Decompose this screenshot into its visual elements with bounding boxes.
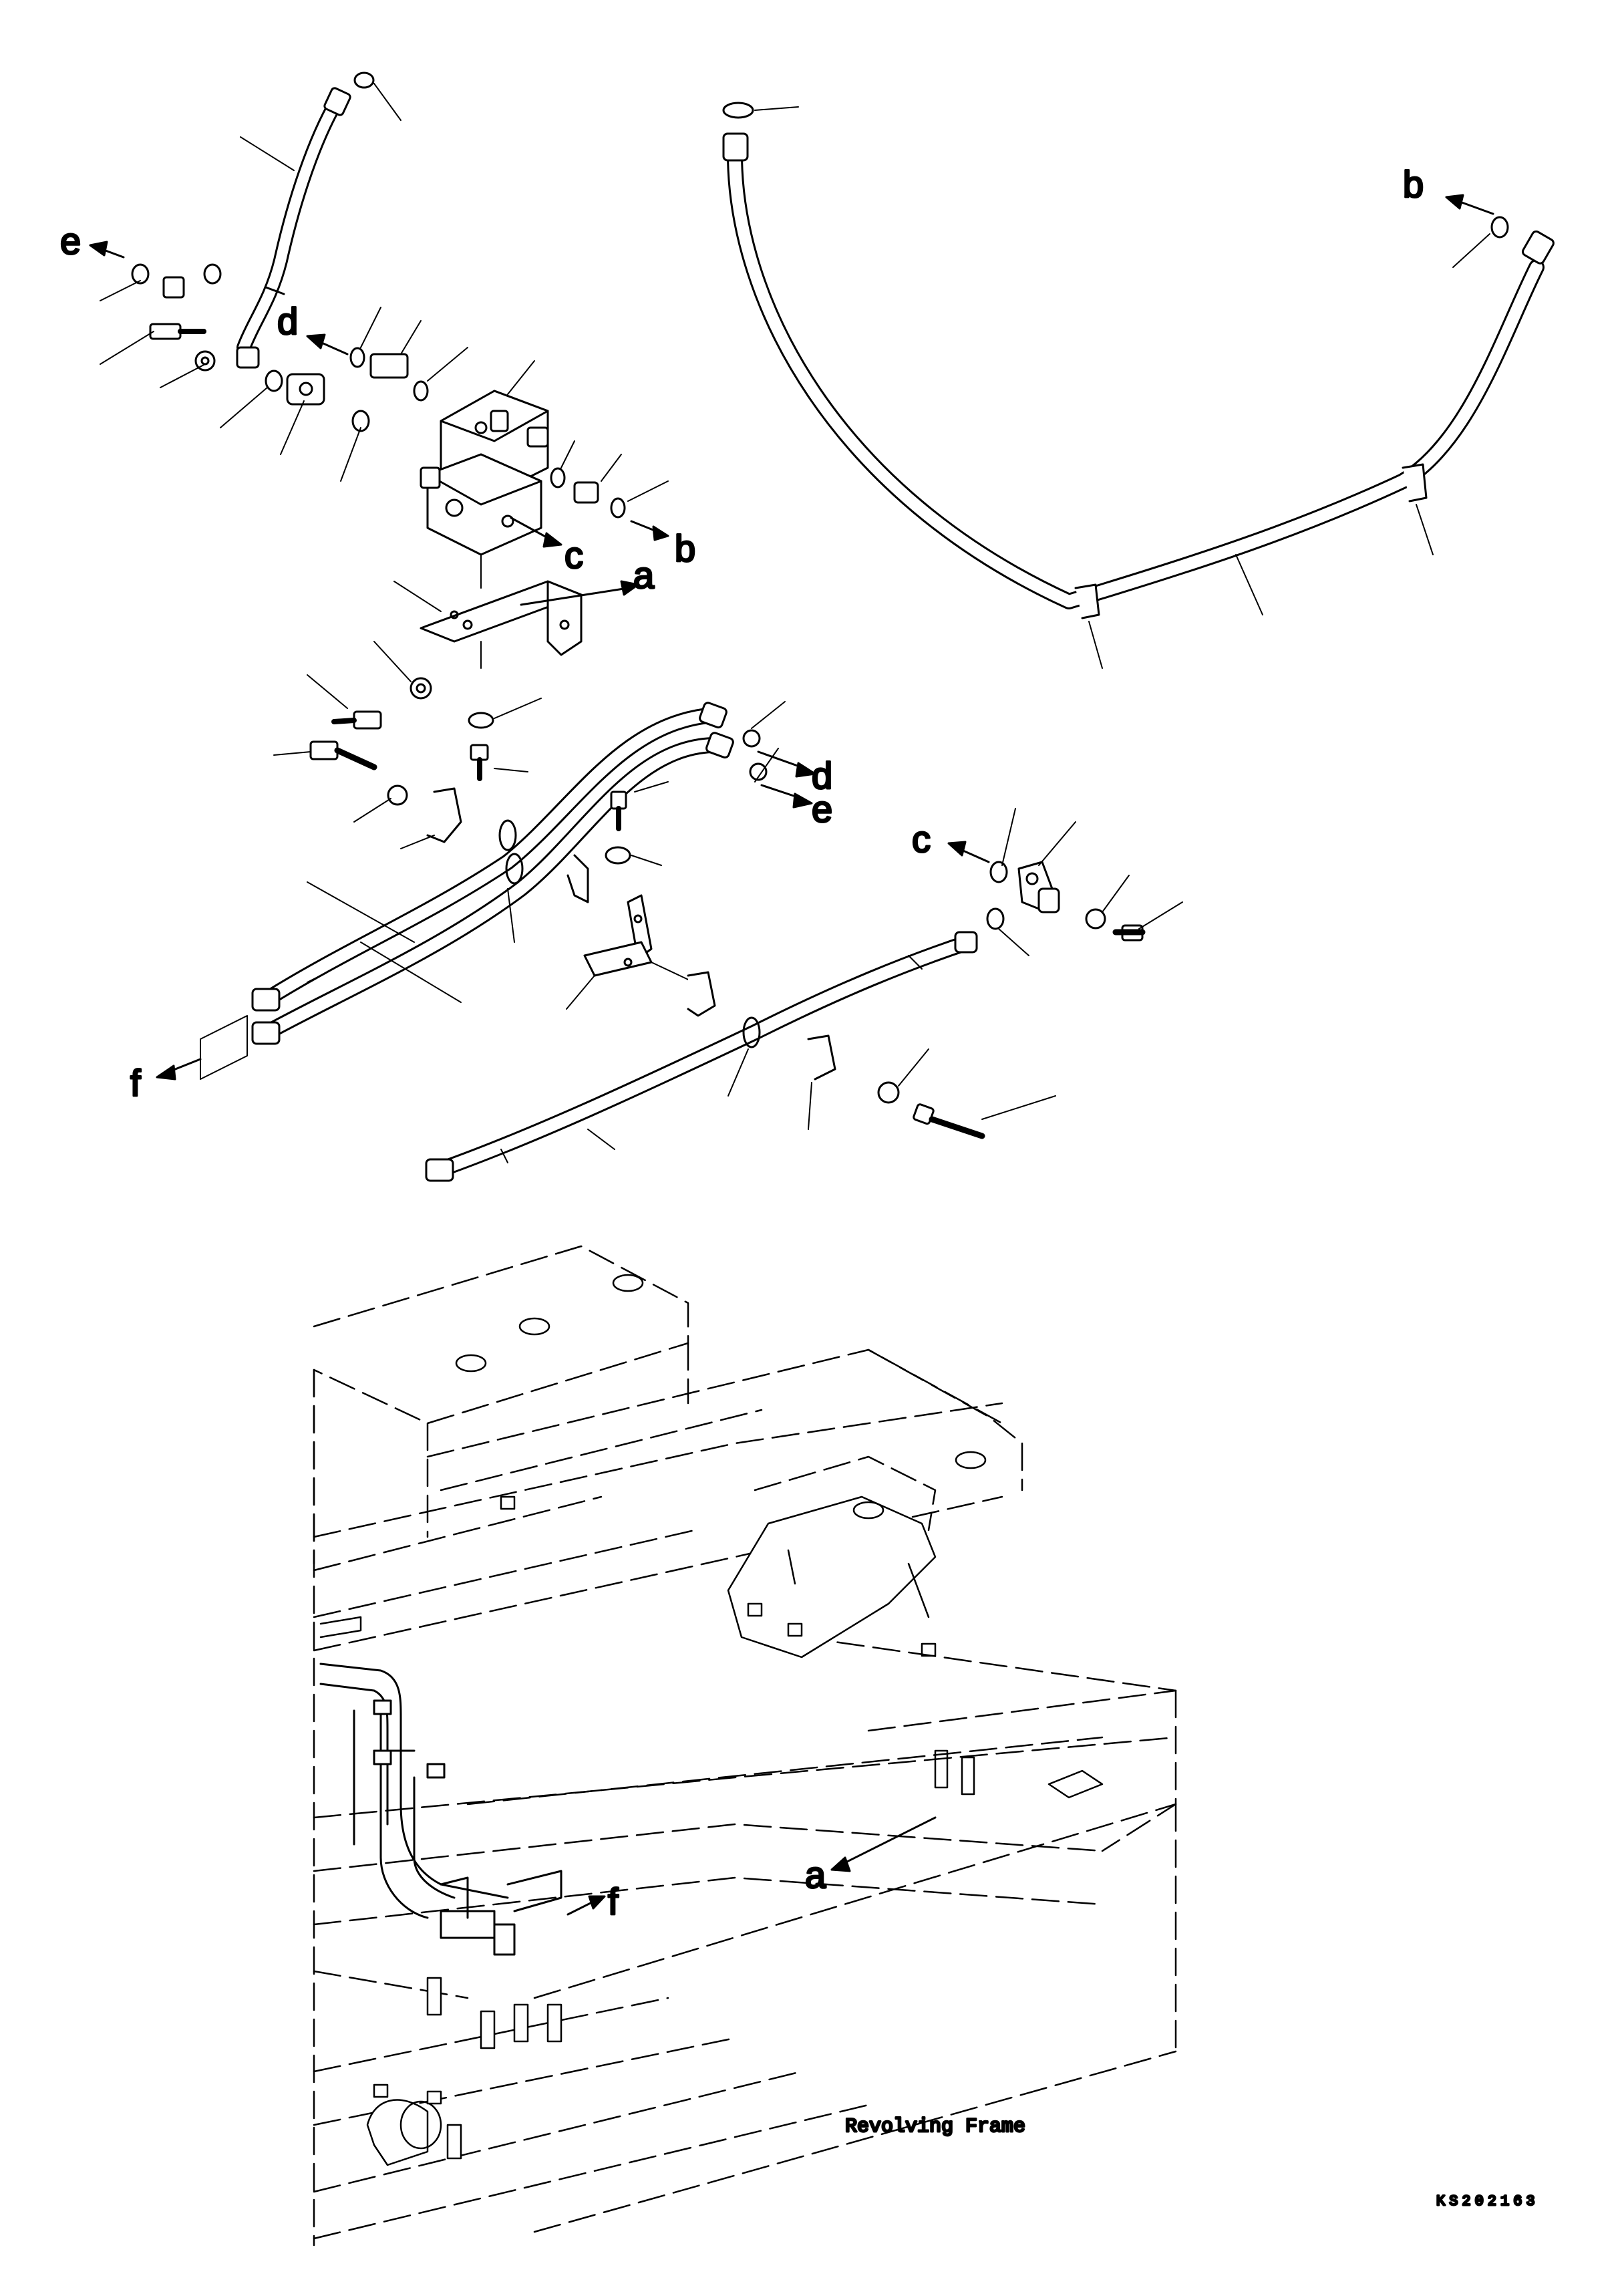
callout-c-right: c — [912, 818, 931, 860]
washer — [468, 712, 494, 729]
callout-f-frame: f — [608, 1880, 619, 1922]
callout-b-right: b — [1403, 163, 1424, 205]
callout-c-valve: c — [564, 534, 583, 576]
callout-d-top: d — [277, 300, 298, 342]
frame-hoses — [319, 1663, 562, 1956]
lower-double-hose — [251, 702, 734, 1045]
valve-block — [420, 390, 549, 589]
callout-a-frame: a — [805, 1854, 826, 1896]
fitting-group-c — [947, 808, 1183, 956]
callout-e-lower: e — [812, 788, 832, 830]
right-long-hose — [722, 132, 1555, 669]
fitting-group-e — [100, 263, 370, 482]
callout-a-top: a — [633, 554, 655, 596]
clamps-left — [400, 781, 669, 903]
mounting-bracket — [393, 580, 639, 669]
lower-single-hose — [425, 931, 978, 1182]
o-ring — [722, 102, 754, 119]
fitting-group-d — [349, 307, 468, 402]
frame-lower-blocks — [366, 1977, 562, 2166]
revolving-frame — [313, 1245, 1177, 2247]
o-ring — [1490, 216, 1509, 239]
frame-solid-details — [319, 1274, 1104, 1799]
callout-d-lower: d — [812, 754, 832, 797]
lower-bracket — [566, 894, 709, 1010]
drawing-code: KS202163 — [1436, 2193, 1539, 2210]
frame-caption: Revolving Frame — [845, 2116, 1025, 2138]
o-ring — [353, 71, 375, 89]
upper-left-hose — [236, 87, 351, 369]
fitting-group-b-valve — [550, 440, 669, 541]
washer — [410, 677, 432, 700]
clamps-right — [687, 971, 1056, 1139]
callout-e-top: e — [60, 220, 81, 262]
callout-b-valve: b — [675, 527, 695, 569]
callout-f-left: f — [130, 1062, 141, 1104]
bolts-middle — [273, 674, 528, 823]
